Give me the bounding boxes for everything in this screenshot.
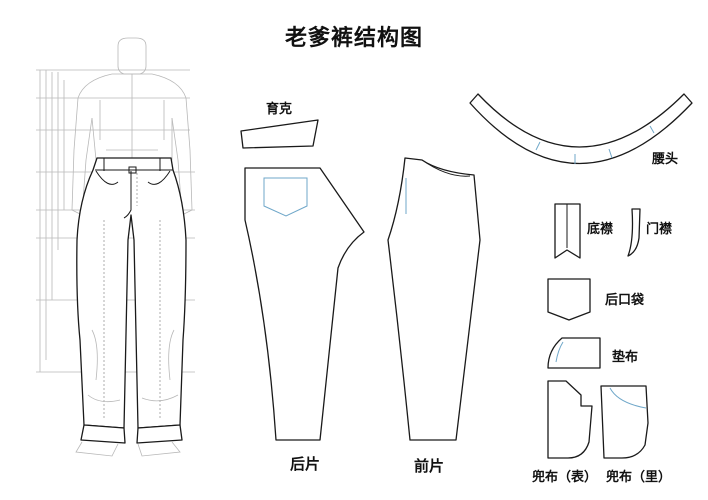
back-piece-label: 后片 <box>290 455 321 473</box>
mannequin-body <box>71 37 193 457</box>
back-pocket-piece <box>547 278 591 321</box>
trousers-drawing <box>76 157 187 444</box>
pocket-outer-piece <box>547 380 593 459</box>
pocket-outer-label: 兜布（表） <box>532 470 598 485</box>
facing-label: 垫布 <box>612 350 639 365</box>
diagram-title: 老爹裤结构图 <box>284 26 423 51</box>
waistband-label: 腰头 <box>652 152 679 167</box>
fly-label: 门襟 <box>646 222 673 237</box>
front-piece-label: 前片 <box>414 457 445 475</box>
front-piece <box>387 157 481 441</box>
back-pocket-label: 后口袋 <box>605 293 645 308</box>
yoke-piece <box>240 119 319 149</box>
pocket-inner-piece <box>600 385 649 459</box>
back-piece <box>244 167 365 441</box>
pocket-inner-label: 兜布（里） <box>606 470 672 485</box>
yoke-label: 育克 <box>266 102 293 117</box>
fly-piece <box>627 208 641 257</box>
mannequin-figure <box>36 37 195 457</box>
waistband-piece <box>469 93 693 165</box>
facing-piece <box>547 337 601 369</box>
under-fly-piece <box>554 203 581 259</box>
under-fly-label: 底襟 <box>587 222 614 237</box>
